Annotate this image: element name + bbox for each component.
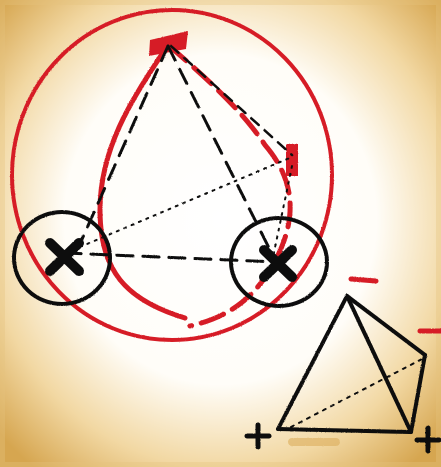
right-red-mark [286, 144, 298, 176]
small-top-minus [351, 279, 376, 281]
